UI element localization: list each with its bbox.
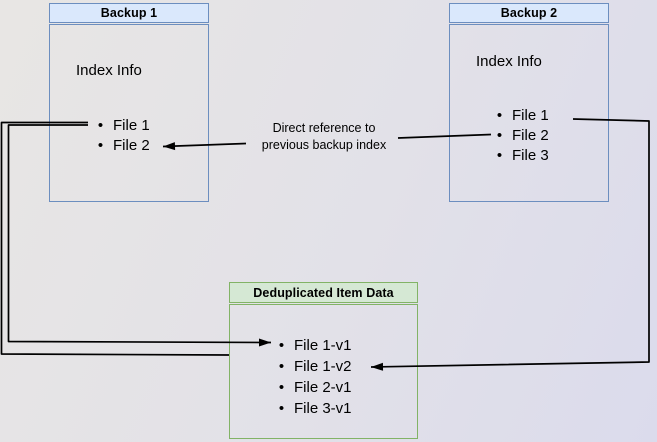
list-item: • File 2 (97, 135, 150, 155)
dedup-file-3-v1: File 3-v1 (294, 400, 352, 417)
dedup-file-1-v1: File 1-v1 (294, 337, 352, 354)
list-item: • File 2 (496, 125, 549, 145)
backup1-box (49, 24, 209, 202)
list-item: • File 1-v1 (278, 335, 352, 356)
dedup-box (229, 304, 418, 439)
bullet-icon: • (97, 116, 104, 134)
dedup-title: Deduplicated Item Data (253, 285, 394, 300)
backup1-index-info-label: Index Info (76, 62, 142, 79)
bullet-icon: • (496, 126, 503, 144)
dedup-file-2-v1: File 2-v1 (294, 379, 352, 396)
backup2-title-bar: Backup 2 (449, 3, 609, 23)
dedup-title-bar: Deduplicated Item Data (229, 282, 418, 303)
backup1-file-2: File 2 (113, 136, 150, 154)
backup1-title: Backup 1 (100, 6, 158, 20)
backup2-file-1: File 1 (512, 106, 549, 124)
edge-annotation-line2: previous backup index (261, 138, 387, 152)
bullet-icon: • (496, 106, 503, 124)
backup2-file-list: • File 1 • File 2 • File 3 (496, 105, 549, 165)
backup1-file-list: • File 1 • File 2 (97, 115, 150, 155)
list-item: • File 1-v2 (278, 356, 352, 377)
bullet-icon: • (278, 400, 285, 417)
backup1-file-1: File 1 (113, 116, 150, 134)
dedup-file-list: • File 1-v1 • File 1-v2 • File 2-v1 • Fi… (278, 335, 352, 419)
bullet-icon: • (278, 358, 285, 375)
dedup-file-1-v2: File 1-v2 (294, 358, 352, 375)
list-item: • File 3 (496, 145, 549, 165)
edge-annotation: Direct reference to previous backup inde… (262, 120, 386, 154)
bullet-icon: • (496, 146, 503, 164)
bullet-icon: • (97, 136, 104, 154)
backup2-index-info-label: Index Info (476, 53, 542, 70)
list-item: • File 1 (97, 115, 150, 135)
edge-annotation-line1: Direct reference to (272, 121, 376, 135)
bullet-icon: • (278, 379, 285, 396)
list-item: • File 2-v1 (278, 377, 352, 398)
backup2-title: Backup 2 (500, 6, 558, 20)
backup2-file-3: File 3 (512, 146, 549, 164)
backup2-file-2: File 2 (512, 126, 549, 144)
list-item: • File 1 (496, 105, 549, 125)
backup1-title-bar: Backup 1 (49, 3, 209, 23)
list-item: • File 3-v1 (278, 398, 352, 419)
bullet-icon: • (278, 337, 285, 354)
